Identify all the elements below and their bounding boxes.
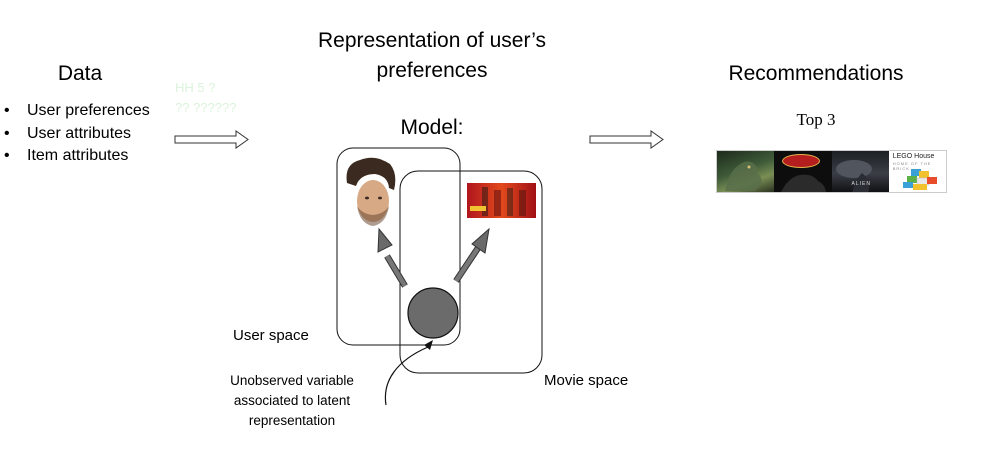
latent-label-line1: Unobserved variable: [230, 373, 354, 388]
data-list: User preferences User attributes Item at…: [4, 100, 150, 168]
faint-text: HH 5 ? ?? ??????: [175, 78, 236, 118]
jurassic-logo-poster: [774, 151, 832, 192]
representation-title: Representation of user’s preferences: [282, 26, 582, 86]
dinosaur-icon: [725, 161, 762, 191]
data-to-model-arrow: [174, 130, 249, 149]
jurassic-logo-icon: [782, 154, 821, 168]
list-item: User attributes: [4, 123, 150, 146]
lego-house-subtext: HOME OF THE BRICK: [892, 161, 932, 171]
recommendations-title: Recommendations: [728, 62, 904, 85]
latent-to-user-arrow: [377, 227, 408, 288]
latent-pointer-arrow: [384, 340, 433, 406]
latent-node: [407, 287, 459, 339]
lego-house-text: LEGO House: [892, 153, 935, 160]
representation-title-line2: preferences: [376, 59, 488, 82]
alien-title-text: ALIEN: [851, 181, 871, 187]
model-to-recommendations-arrow: [589, 130, 664, 149]
dinosaur-poster: [717, 151, 775, 192]
faint-line: HH 5 ?: [175, 80, 216, 95]
model-label: Model:: [400, 116, 464, 139]
latent-label-line3: representation: [248, 413, 336, 428]
lego-bricks-icon: [902, 169, 937, 190]
faint-line: ?? ??????: [175, 100, 237, 115]
list-item: User preferences: [4, 100, 150, 123]
latent-variable-label: Unobserved variable associated to latent…: [222, 371, 362, 431]
recommendation-strip: ALIEN LEGO House HOME OF THE BRICK: [716, 150, 947, 193]
trex-silhouette-icon: [781, 174, 827, 192]
user-space-box: [336, 147, 461, 346]
list-item: Item attributes: [4, 145, 150, 168]
user-face-image: [346, 157, 396, 226]
movie-space-label: Movie space: [544, 372, 629, 389]
movie-poster-image: [467, 183, 536, 218]
latent-label-line2: associated to latent: [233, 393, 351, 408]
representation-title-line1: Representation of user’s: [317, 29, 547, 52]
lego-house-poster: LEGO House HOME OF THE BRICK: [888, 151, 946, 192]
user-space-label: User space: [233, 327, 309, 344]
alien-head-icon: [835, 160, 872, 192]
data-title: Data: [57, 62, 103, 85]
alien-poster: ALIEN: [831, 151, 889, 192]
top-3-label: Top 3: [796, 110, 836, 129]
latent-to-movie-arrow: [453, 227, 490, 283]
